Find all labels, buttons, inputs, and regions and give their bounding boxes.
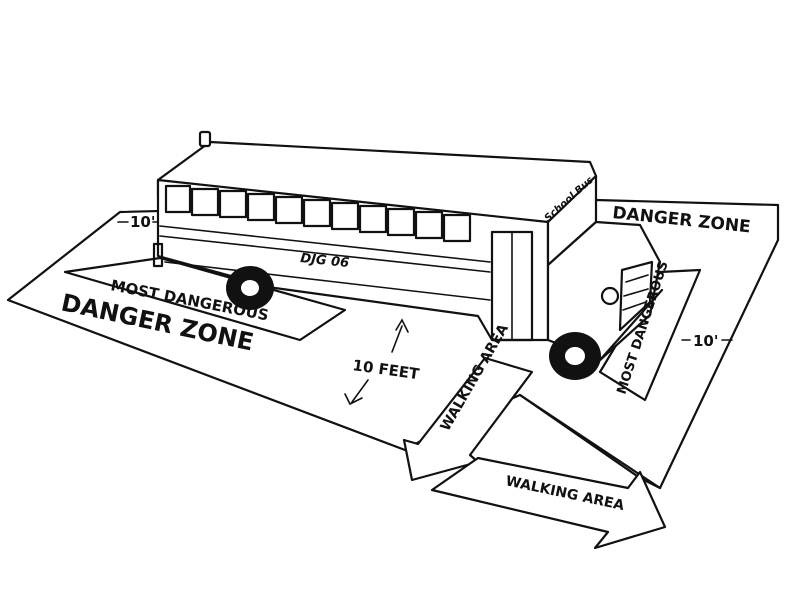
front-clearance-label: 10' — [693, 332, 718, 350]
walking-area-arrow-front — [402, 356, 534, 482]
school-bus — [152, 130, 664, 380]
rear-clearance-label: 10' — [130, 213, 155, 231]
bus-windows — [164, 184, 472, 243]
side-distance-label: 10 FEET — [351, 356, 421, 383]
front-wheel — [549, 332, 601, 380]
most-dangerous-zone-side — [63, 256, 347, 342]
rear-wheel — [226, 266, 274, 310]
bus-side-text: DJG 06 — [300, 251, 350, 271]
walking-area-arrow-bottom — [430, 456, 667, 550]
distance-arrow — [344, 318, 409, 406]
